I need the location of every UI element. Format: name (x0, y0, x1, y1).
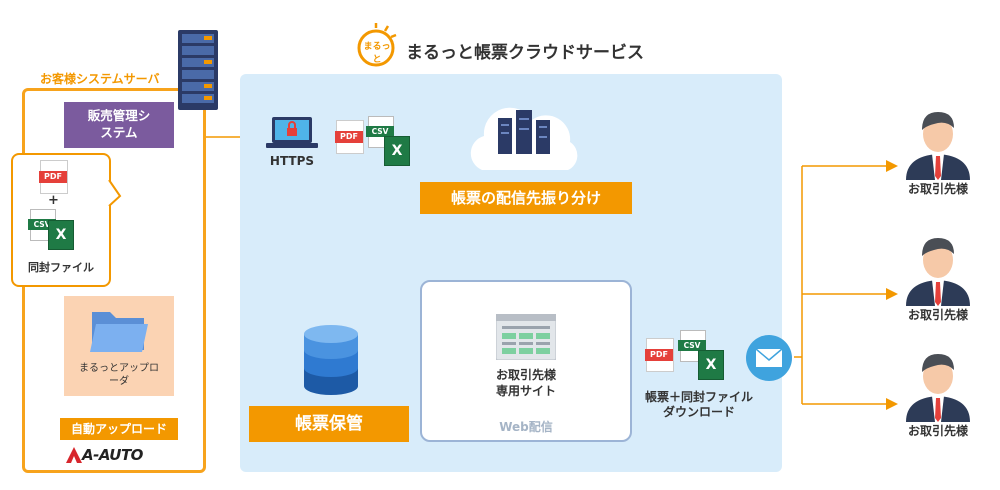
web-delivery-label: Web配信 (499, 420, 553, 434)
person-icon (906, 112, 970, 180)
database-icon (302, 322, 360, 398)
maruto-logo: まるっと (352, 20, 400, 68)
partner-1: お取引先様 (898, 100, 978, 200)
download-csv-icon: CSV (678, 330, 706, 362)
folder-icon (88, 302, 150, 356)
sales-system-box: 販売管理システム (64, 102, 174, 148)
distribution-label: 帳票の配信先振り分け (420, 182, 632, 214)
auto-upload-label: 自動アップロード (60, 418, 178, 440)
customer-site-label-line2: 専用サイト (495, 384, 556, 398)
transit-pdf-icon: PDF (335, 120, 364, 154)
laptop-lock-icon (266, 116, 318, 152)
service-title: まるっと帳票クラウドサービス (406, 43, 644, 63)
pdf-icon: PDF (39, 160, 68, 194)
transit-excel-icon: X (384, 136, 410, 166)
download-excel-icon: X (698, 350, 724, 380)
partner-2: お取引先様 (898, 226, 978, 326)
person-icon (906, 354, 970, 422)
web-delivery-box (420, 280, 632, 442)
cloud-server-icon (462, 98, 588, 178)
download-label-line2: ダウンロード (662, 405, 735, 419)
https-label: HTTPS (269, 154, 315, 168)
enclosed-files-label: 同封ファイル (28, 261, 94, 274)
download-pdf-icon: PDF (645, 338, 674, 372)
customer-server-title: お客様システムサーバ (40, 72, 160, 86)
server-rack-icon (178, 30, 218, 110)
excel-icon: X (48, 220, 74, 250)
download-label-line1: 帳票＋同封ファイル (644, 390, 753, 404)
uploader-label: まるっとアップローダ (79, 363, 159, 387)
website-icon (496, 314, 556, 360)
sales-system-label: 販売管理システム (87, 108, 151, 140)
storage-label: 帳票保管 (249, 406, 409, 442)
person-icon (906, 238, 970, 306)
mail-icon (745, 334, 793, 382)
customer-site-label-line1: お取引先様 (495, 368, 556, 382)
partner-3: お取引先様 (898, 342, 978, 442)
plus-sign: + (48, 193, 59, 208)
a-auto-logo: A-AUTO (64, 446, 174, 466)
